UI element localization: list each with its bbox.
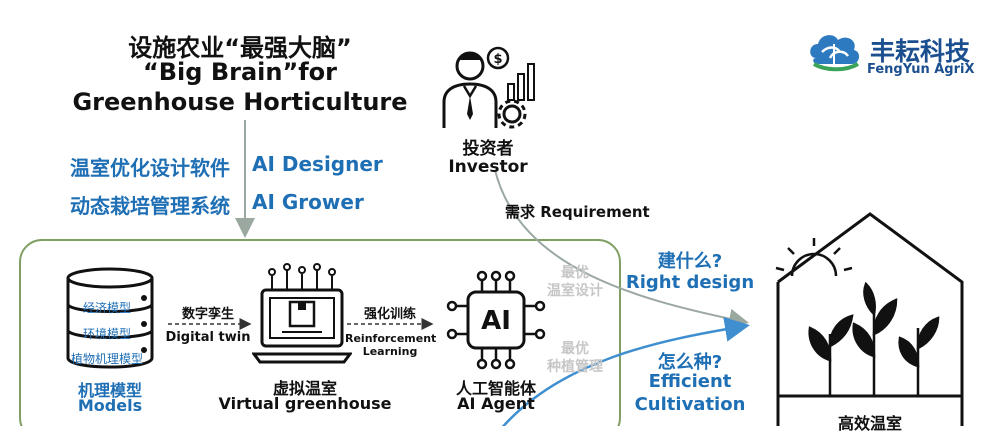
virtual-greenhouse-cn: 虚拟温室 <box>272 379 337 398</box>
title-line-2: “Big Brain”for <box>142 58 337 86</box>
greenhouse-label: 高效温室 <box>837 414 902 433</box>
faded-design-1: 最优 <box>561 265 589 281</box>
reinforcement-cn: 强化训练 <box>363 307 416 322</box>
right-design-cn: 建什么? <box>657 251 723 272</box>
faded-design-2: 温室设计 <box>547 283 603 299</box>
efficient-en-1: Efficient <box>648 371 732 392</box>
product-grower-en: AI Grower <box>252 190 364 214</box>
agent-label-en: AI Agent <box>457 394 535 413</box>
reinforcement-en-2: Learning <box>362 345 418 358</box>
efficient-cn: 怎么种? <box>657 352 723 373</box>
models-label-en: Models <box>77 396 143 415</box>
fengyun-logo-icon <box>810 35 860 72</box>
cultivation-curve <box>501 316 750 426</box>
title-line-3: Greenhouse Horticulture <box>72 88 408 116</box>
requirement-label: 需求 Requirement <box>505 203 650 221</box>
reinforcement-en-1: Reinforcement <box>345 332 437 345</box>
laptop-circuit-icon <box>252 263 352 364</box>
models-label-cn: 机理模型 <box>77 381 142 400</box>
investor-label-cn: 投资者 <box>462 139 514 159</box>
ai-chip-text: AI <box>481 306 511 336</box>
right-design-en: Right design <box>625 272 755 293</box>
digital-twin-en: Digital twin <box>165 330 251 345</box>
agent-label-cn: 人工智能体 <box>455 379 536 398</box>
digital-twin-cn: 数字孪生 <box>181 307 234 322</box>
logo-name-cn: 丰耘科技 <box>870 37 971 66</box>
efficient-en-2: Cultivation <box>634 394 746 415</box>
faded-management-1: 最优 <box>561 341 589 357</box>
model-economic: 经济模型 <box>82 301 131 315</box>
logo-name-en: FengYun AgriX <box>867 62 975 77</box>
model-environment: 环境模型 <box>82 327 131 341</box>
product-designer-cn: 温室优化设计软件 <box>70 156 230 180</box>
faded-management-2: 种植管理 <box>547 359 603 375</box>
product-designer-en: AI Designer <box>252 152 383 176</box>
process-box <box>19 239 621 426</box>
investor-icon: $ <box>442 46 535 129</box>
model-plant: 植物机理模型 <box>70 352 143 366</box>
greenhouse-plant-icon <box>775 212 964 426</box>
ai-chip-icon: AI <box>446 270 546 370</box>
virtual-greenhouse-en: Virtual greenhouse <box>218 394 392 413</box>
product-grower-cn: 动态栽培管理系统 <box>70 194 230 218</box>
svg-text:$: $ <box>493 52 502 67</box>
title-line-1: 设施农业“最强大脑” <box>128 34 352 62</box>
requirement-curve <box>494 169 749 329</box>
database-icon <box>66 267 154 369</box>
investor-label-en: Investor <box>448 157 528 177</box>
